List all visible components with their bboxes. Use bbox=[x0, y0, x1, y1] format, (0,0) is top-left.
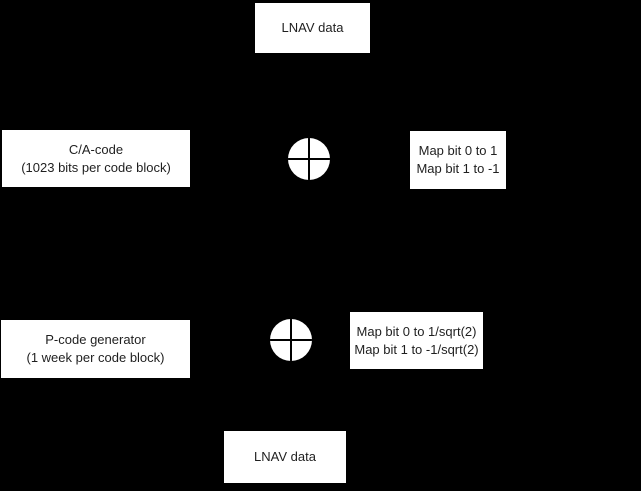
node-label: LNAV data bbox=[281, 20, 344, 35]
modulo2-adder-circle-plus-icon-upper bbox=[288, 138, 330, 180]
plus-horizontal-bar bbox=[270, 339, 312, 341]
node-ca-code: C/A-code (1023 bits per code block) bbox=[2, 130, 190, 187]
node-map-bits-ca: Map bit 0 to 1 Map bit 1 to -1 bbox=[410, 131, 506, 189]
node-lnav-data-top: LNAV data bbox=[255, 3, 370, 53]
node-label-line1: Map bit 0 to 1/sqrt(2) bbox=[356, 323, 477, 339]
node-label-line2: Map bit 1 to -1/sqrt(2) bbox=[354, 341, 479, 357]
node-label-line2: (1 week per code block) bbox=[26, 350, 165, 365]
node-lnav-data-bottom: LNAV data bbox=[224, 431, 346, 483]
node-label-line1: P-code generator bbox=[45, 332, 146, 347]
node-pcode-generator: P-code generator (1 week per code block) bbox=[1, 320, 190, 378]
plus-horizontal-bar bbox=[288, 158, 330, 160]
node-label-line2: Map bit 1 to -1 bbox=[416, 161, 500, 176]
node-label: LNAV data bbox=[254, 449, 316, 464]
node-label-line1: C/A-code bbox=[68, 141, 124, 157]
node-label-line1: Map bit 0 to 1 bbox=[418, 143, 498, 158]
node-label-line2: (1023 bits per code block) bbox=[21, 159, 171, 175]
node-map-bits-pcode: Map bit 0 to 1/sqrt(2) Map bit 1 to -1/s… bbox=[350, 312, 483, 369]
modulo2-adder-circle-plus-icon-lower bbox=[270, 319, 312, 361]
